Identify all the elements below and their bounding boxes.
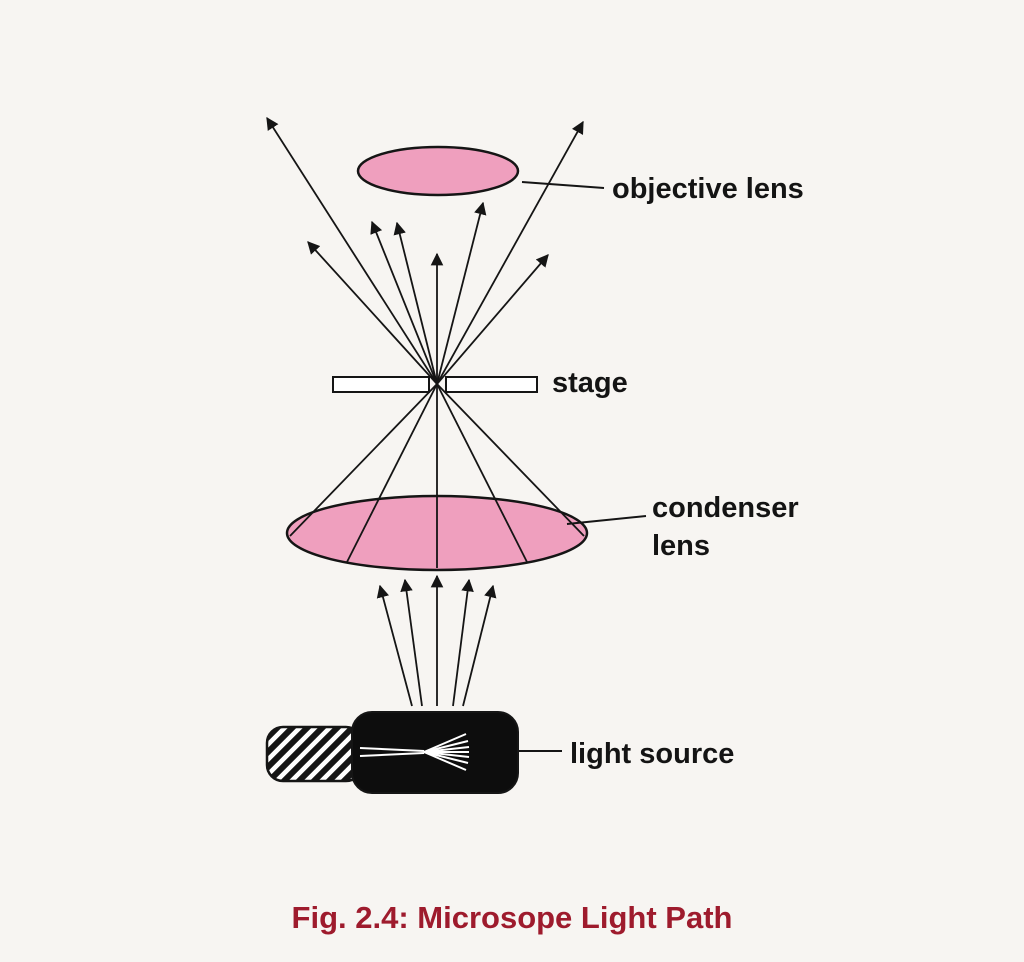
filament-line [423,751,467,771]
light-source-shape [265,711,519,794]
light-ray [289,383,438,537]
filament-line [359,752,425,757]
light-ray [266,116,438,385]
light-ray [452,578,474,707]
objective-leader-line [521,181,605,189]
label-light-source: light source [570,738,735,770]
light-ray [462,584,497,707]
objective-lens-shape [356,145,520,197]
stage-right-slab [445,376,538,393]
light-ray [346,383,438,563]
filament-line [423,751,469,764]
light-ray [436,120,584,385]
lamp-plug-hatched [265,725,364,783]
condenser-leader-line [566,515,647,525]
light-ray [436,254,549,385]
filament-line [423,751,470,758]
filament-line [423,740,469,753]
stage-left-slab [332,376,430,393]
light-ray [436,383,528,563]
light-ray [370,220,438,385]
stage-shape [332,376,538,393]
filament-line [423,733,467,753]
label-stage: stage [552,367,628,399]
rays-condenser-to-stage [289,383,585,568]
light-ray [393,221,438,385]
lamp-filament [359,733,470,771]
light-ray [400,578,423,707]
label-objective-lens: objective lens [612,173,804,205]
rays-lamp-to-condenser [376,574,497,707]
rays-above-stage [266,116,584,385]
light-ray [376,584,413,707]
figure-caption: Fig. 2.4: Microsope Light Path [291,900,733,935]
leader-lines [518,181,647,752]
filament-line [359,747,425,752]
light-ray [436,383,585,537]
label-condenser-lens: condenser lens [652,492,799,562]
light-ray [307,241,438,385]
light-ray [436,201,487,385]
